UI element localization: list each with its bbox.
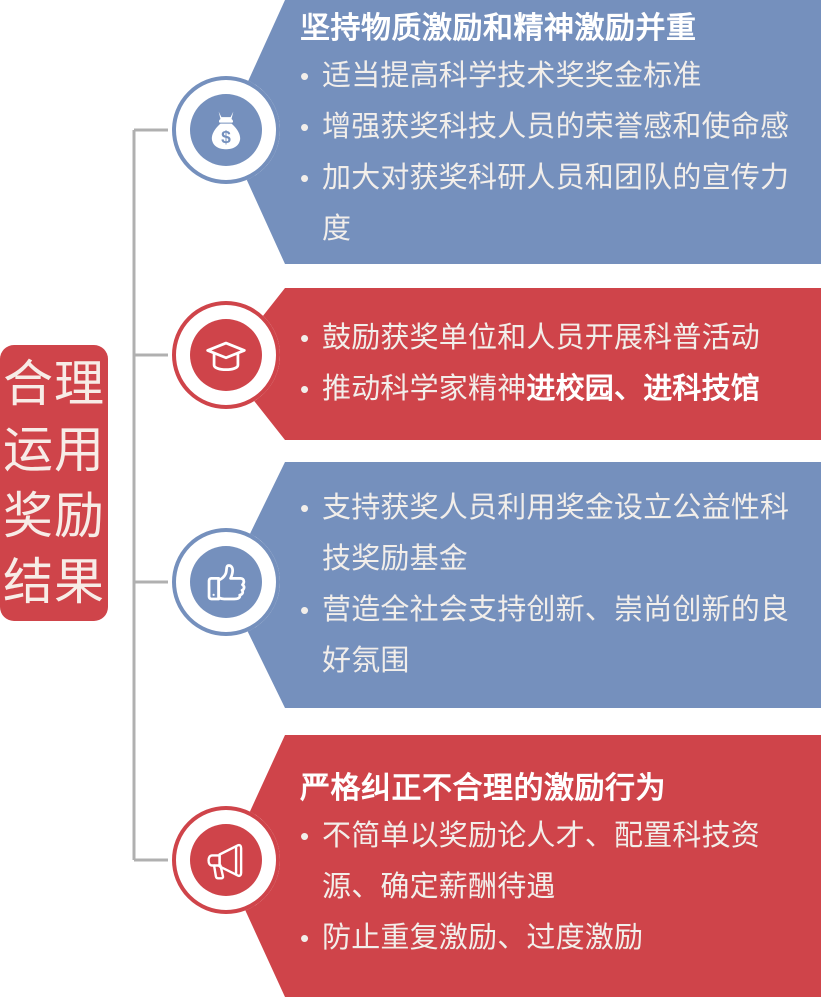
bullet-text: 防止重复激励、过度激励 [322,921,644,954]
bullet-text: 鼓励获奖单位和人员开展科普活动 [322,322,761,354]
bullet-list: 不简单以奖励论人才、配置科技资源、确定薪酬待遇 防止重复激励、过度激励 [300,811,807,964]
list-item: 不简单以奖励论人才、配置科技资源、确定薪酬待遇 [300,811,807,913]
badge-ring [172,528,280,636]
money-bag-icon: $ [211,111,241,150]
bullet-text: 支持获奖人员利用奖金设立公益性科技奖励基金 [322,492,790,575]
badge-ring [172,301,280,409]
svg-text:$: $ [221,127,231,147]
panel-science-popularization[interactable]: 鼓励获奖单位和人员开展科普活动 推动科学家精神进校园、进科技馆 [225,288,821,440]
thumbs-up-icon [207,564,246,601]
list-item: 营造全社会支持创新、崇尚创新的良好氛围 [300,585,807,687]
badge-ring [172,76,280,184]
list-item: 鼓励获奖单位和人员开展科普活动 [300,313,807,364]
bullet-emphasis: 进校园、进科技馆 [526,373,761,405]
list-item: 加大对获奖科研人员和团队的宣传力度 [300,153,807,255]
bullet-list: 适当提高科学技术奖奖金标准 增强获奖科技人员的荣誉感和使命感 加大对获奖科研人员… [300,51,807,255]
list-item: 推动科学家精神进校园、进科技馆 [300,364,807,415]
bullet-text: 增强获奖科技人员的荣誉感和使命感 [322,111,790,143]
panel-content: 鼓励获奖单位和人员开展科普活动 推动科学家精神进校园、进科技馆 [225,288,821,440]
graduation-cap-icon-badge [172,301,280,409]
badge-disc [190,546,262,618]
bullet-list: 支持获奖人员利用奖金设立公益性科技奖励基金 营造全社会支持创新、崇尚创新的良好氛… [300,483,807,687]
money-bag-icon-badge: $ [172,76,280,184]
thumbs-up-icon-badge [172,528,280,636]
list-item: 增强获奖科技人员的荣誉感和使命感 [300,102,807,153]
megaphone-icon-badge [172,806,280,914]
panel-content: 坚持物质激励和精神激励并重 适当提高科学技术奖奖金标准 增强获奖科技人员的荣誉感… [225,0,821,264]
bullet-list: 鼓励获奖单位和人员开展科普活动 推动科学家精神进校园、进科技馆 [300,313,807,415]
panel-public-welfare-fund[interactable]: 支持获奖人员利用奖金设立公益性科技奖励基金 营造全社会支持创新、崇尚创新的良好氛… [225,462,821,708]
panel-heading: 坚持物质激励和精神激励并重 [300,12,697,45]
panel-content: 严格纠正不合理的激励行为 不简单以奖励论人才、配置科技资源、确定薪酬待遇 防止重… [225,735,821,997]
panel-correct-unreasonable-incentives[interactable]: 严格纠正不合理的激励行为 不简单以奖励论人才、配置科技资源、确定薪酬待遇 防止重… [225,735,821,997]
bullet-text: 营造全社会支持创新、崇尚创新的良好氛围 [322,594,790,677]
list-item: 适当提高科学技术奖奖金标准 [300,51,807,102]
bullet-text: 推动科学家精神 [322,373,527,405]
badge-disc [190,824,262,896]
list-item: 防止重复激励、过度激励 [300,913,807,964]
category-label: 合理 运用 奖励 结果 [0,345,108,621]
bullet-text: 适当提高科学技术奖奖金标准 [322,60,702,92]
bullet-text: 加大对获奖科研人员和团队的宣传力度 [322,162,790,245]
megaphone-icon [207,843,243,880]
category-label-text: 合理 运用 奖励 结果 [3,356,105,610]
bullet-text: 不简单以奖励论人才、配置科技资源、确定薪酬待遇 [322,819,761,903]
panel-material-and-spiritual-incentives[interactable]: 坚持物质激励和精神激励并重 适当提高科学技术奖奖金标准 增强获奖科技人员的荣誉感… [225,0,821,264]
panel-heading: 严格纠正不合理的激励行为 [300,771,666,805]
badge-disc [190,319,262,391]
graduation-cap-icon [206,341,246,372]
list-item: 支持获奖人员利用奖金设立公益性科技奖励基金 [300,483,807,585]
badge-ring [172,806,280,914]
panel-content: 支持获奖人员利用奖金设立公益性科技奖励基金 营造全社会支持创新、崇尚创新的良好氛… [225,462,821,708]
